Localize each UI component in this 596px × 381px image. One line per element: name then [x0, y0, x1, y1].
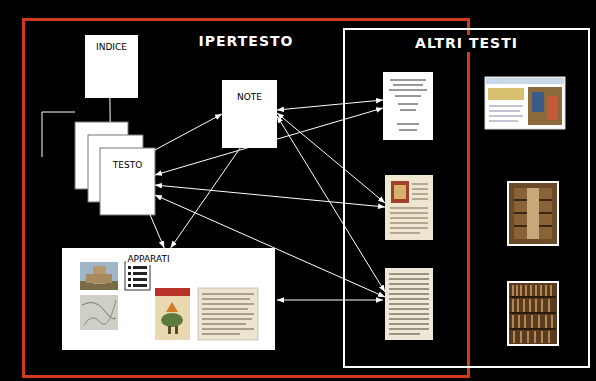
connector-arrow — [150, 215, 164, 248]
page-stack — [75, 122, 155, 215]
map-picture — [80, 295, 118, 330]
website-screenshot — [485, 77, 565, 129]
manuscript-thumb — [385, 268, 433, 340]
website-screenshot — [528, 87, 562, 125]
list-icon — [133, 278, 147, 281]
book-cover — [155, 288, 190, 340]
book-cover — [155, 288, 190, 296]
box-label: APPARATI — [126, 254, 170, 265]
illuminated-page — [385, 175, 433, 240]
list-icon — [125, 262, 150, 290]
manuscript-picture — [198, 288, 258, 340]
list-icon — [125, 262, 150, 290]
link-arrows — [277, 100, 383, 110]
region-heading: IPERTESTO — [195, 33, 298, 50]
book-cover — [161, 313, 183, 327]
apparati-panel — [62, 248, 275, 350]
apparati-box: APPARATI — [62, 248, 275, 350]
website-screenshot — [486, 78, 564, 84]
connector-arrow — [171, 148, 241, 248]
bracket-line — [42, 112, 75, 157]
box-label: INDICE — [95, 42, 128, 53]
page-box: INDICE — [85, 35, 138, 98]
map-picture — [80, 295, 118, 330]
book-cover — [155, 288, 190, 340]
castle-picture — [80, 262, 118, 290]
illuminated-page — [390, 184, 428, 233]
website-screenshot — [547, 96, 558, 120]
library-photo — [508, 182, 558, 245]
illuminated-page — [391, 181, 409, 203]
list-icon — [133, 266, 147, 269]
website-screenshot — [532, 92, 544, 112]
bookshelf-photo — [513, 285, 552, 343]
manuscript-thumb — [389, 274, 429, 334]
list-icon — [133, 272, 147, 275]
document-thumb — [383, 72, 433, 140]
list-icon — [128, 284, 131, 287]
region-panel: ALTRI TESTI — [343, 28, 590, 368]
manuscript-picture — [198, 288, 258, 340]
illuminated-page — [394, 185, 406, 199]
link-arrows — [277, 116, 385, 292]
castle-picture — [86, 274, 112, 283]
region-panel: INDICE TESTO NOTE APPARATI IPERTESTO — [22, 18, 470, 378]
list-icon — [128, 278, 131, 281]
manuscript-thumb — [385, 268, 433, 340]
library-photo — [514, 188, 552, 239]
bookshelf-photo — [508, 282, 558, 345]
page-box: NOTE — [222, 80, 277, 148]
library-photo — [527, 188, 539, 239]
link-arrows — [155, 185, 385, 207]
map-picture — [84, 300, 116, 325]
page-stack-box: TESTO — [75, 122, 155, 215]
website-screenshot — [488, 88, 524, 100]
castle-picture — [80, 262, 118, 290]
region-heading: ALTRI TESTI — [411, 35, 522, 52]
list-icon — [128, 266, 131, 269]
bookshelf-photo — [508, 282, 558, 345]
connector-arrow — [109, 98, 110, 122]
link-arrows — [277, 300, 383, 301]
list-icon — [128, 272, 131, 275]
illuminated-page — [385, 175, 433, 240]
box-label: NOTE — [236, 92, 263, 103]
book-cover — [175, 326, 178, 334]
link-arrows — [277, 113, 385, 203]
document-thumb — [389, 80, 427, 130]
book-cover — [166, 302, 178, 312]
library-photo — [508, 182, 558, 245]
list-icon — [133, 284, 147, 287]
connector-arrow — [155, 114, 222, 150]
book-cover — [168, 326, 171, 334]
box-label: TESTO — [112, 160, 143, 171]
website-screenshot — [489, 106, 523, 121]
document-thumb — [383, 72, 433, 140]
page-stack — [100, 148, 155, 215]
website-screenshot — [485, 77, 565, 129]
manuscript-picture — [202, 294, 254, 334]
